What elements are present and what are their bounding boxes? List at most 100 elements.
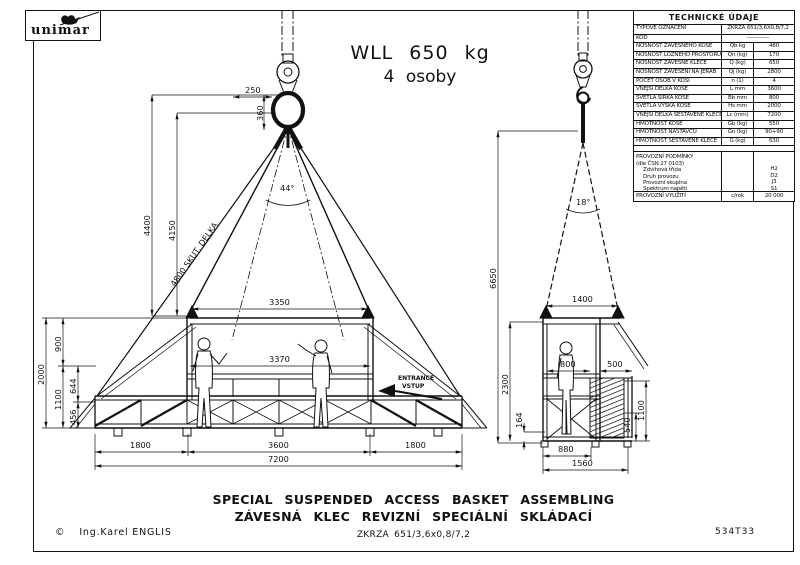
dim-label: 4400 [142, 215, 152, 236]
conditions-title: PROVOZNÍ PODMÍNKY [636, 154, 694, 161]
row-label: NOSNOST ZAVĚSNÉHO KOŠE [634, 43, 722, 51]
row-label: PROVOZNÍ VYUŽITÍ [634, 192, 722, 202]
row-value: 800 [768, 94, 780, 101]
row-value: 2800 [767, 69, 781, 76]
row-symbol: G (kg) [722, 137, 754, 146]
copyright-icon: © [55, 527, 66, 538]
dim-label: 6650 [488, 268, 498, 289]
dim-label: 1100 [636, 400, 646, 421]
logo-graphic [59, 11, 100, 26]
operating-conditions-block: PROVOZNÍ PODMÍNKY (dle ČSN 27 0103) Zdvi… [634, 152, 794, 192]
row-symbol: n (1) [722, 77, 754, 86]
dim-label: 250 [245, 85, 261, 95]
dim-label: 7200 [268, 454, 289, 464]
dim-label: 500 [607, 359, 623, 369]
row-symbol: Bb mm [722, 94, 754, 103]
dim-label: 1800 [405, 440, 426, 450]
row-symbol: L mm [722, 86, 754, 94]
dimensions-side [496, 130, 650, 474]
dim-label: 800 [560, 359, 576, 369]
row-value: 170 [768, 51, 780, 58]
dim-label: 1560 [572, 458, 593, 468]
dim-label: 4150 [167, 220, 177, 241]
row-label: NOSNOST ZÁVĚSNÉ KLECE [634, 60, 722, 69]
dim-label: 1800 [130, 440, 151, 450]
conditions-subtitle: (dle ČSN 27 0103) [636, 160, 684, 167]
row-value: ------------ [747, 34, 769, 41]
side-view: 18° 6650 1400 800 500 2300 164 1100 540 … [488, 10, 650, 474]
row-value: 90+90 [765, 129, 783, 136]
row-label: SVETLA VYSKA KOŠE [634, 103, 722, 112]
row-value: 20 000 [764, 193, 784, 200]
condition-value: S1 [770, 185, 778, 192]
row-label: KÓD [634, 34, 722, 43]
sheet-border-frame [33, 10, 794, 552]
dim-label: 1100 [53, 389, 63, 410]
dim-label: 644 [68, 378, 78, 394]
main-title: WLL 650 kg 4 osoby [320, 42, 520, 87]
dim-label: 164 [514, 412, 524, 428]
dimension-labels-side: 18° 6650 1400 800 500 2300 164 1100 540 … [488, 197, 646, 468]
row-value: ZKRZA 651/3,6X0,8/7,2 [727, 25, 789, 32]
row-value: 550 [768, 120, 780, 127]
dim-label: 1400 [572, 294, 593, 304]
angle-arc-side [565, 208, 601, 214]
dim-label: 360 [255, 105, 265, 121]
dim-label: 2000 [36, 364, 46, 385]
table-title: TECHNICKÉ ÚDAJE [634, 11, 794, 25]
row-value: 2000 [767, 103, 781, 110]
sling-legs-front [96, 125, 461, 397]
basket-front [69, 304, 488, 437]
row-symbol: Qj (kg) [722, 69, 754, 77]
entrance-arrow [378, 384, 443, 400]
row-label: SVETLA SIRKA KOŠE [634, 94, 722, 103]
row-label: TYPOVÉ OZNAČENÍ [634, 25, 722, 34]
drawing-number: 534T33 [715, 527, 756, 537]
dim-label: 44° [280, 183, 295, 193]
dim-label: 900 [53, 336, 63, 352]
drawing-model: ZKRZA 651/3,6x0,8/7,2 [356, 530, 471, 540]
row-symbol: Qb kg [722, 43, 754, 51]
logo-brand-text: unimar [31, 23, 90, 38]
row-symbol: Hs mm [722, 103, 754, 112]
condition-label: Provozní skupina [643, 180, 687, 187]
row-value: 480 [768, 43, 780, 50]
dim-label: 456 [68, 409, 78, 425]
dim-label: 3350 [269, 297, 290, 307]
row-label: HMOTNOST SESTAVENÉ KLECE [634, 137, 722, 146]
row-value: 3600 [767, 86, 781, 93]
dim-label: 540 [622, 417, 632, 433]
row-symbol: Q (kg) [722, 60, 754, 69]
conditions-symbol-column [722, 152, 754, 192]
dim-label: 18° [576, 197, 591, 207]
dim-label: 3600 [268, 440, 289, 450]
row-label: POČET OSOB V KOŠI [634, 77, 722, 86]
sling-legs-side [545, 142, 619, 311]
dim-label: 3370 [269, 354, 290, 364]
condition-value: J3 [771, 179, 777, 186]
row-value: 630 [768, 137, 780, 144]
crane-hook-icon [270, 53, 306, 151]
dimensions-front [42, 94, 463, 470]
condition-label: Druh provozu [643, 173, 679, 180]
row-value: 7200 [767, 112, 781, 119]
row-symbol: Qn (kg) [722, 51, 754, 60]
dim-label: 880 [558, 444, 574, 454]
table-row: PROVOZNÍ VYUŽITÍ c/rok 20 000 [634, 192, 794, 202]
company-logo: unimar [25, 10, 101, 41]
condition-label: Zdvihová třída [643, 167, 681, 174]
condition-label: Spektrum napětí [643, 186, 687, 193]
entrance-label-en: ENTRANCE [398, 375, 434, 382]
